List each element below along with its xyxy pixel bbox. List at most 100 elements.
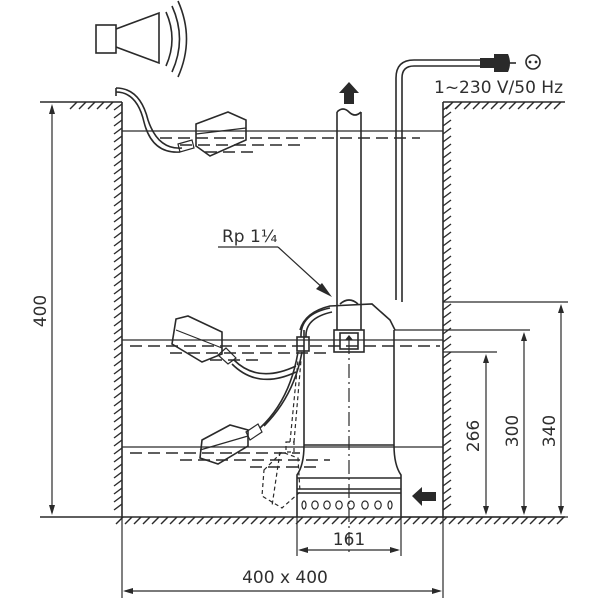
hatch-mark — [442, 471, 452, 479]
hatch-mark — [442, 455, 452, 463]
hatch-mark — [113, 479, 123, 487]
hatch-mark — [232, 516, 241, 525]
hatch-mark — [526, 101, 535, 110]
hatch-mark — [508, 101, 517, 110]
hatch-mark — [113, 431, 123, 439]
hatch-mark — [475, 516, 484, 525]
hatch-mark — [442, 215, 452, 223]
hatch-mark — [268, 516, 277, 525]
hatch-mark — [214, 516, 223, 525]
hatch-mark — [442, 271, 452, 279]
hatch-mark — [421, 516, 430, 525]
hatch-mark — [113, 439, 123, 447]
hatch-mark — [113, 335, 123, 343]
hatch-mark — [113, 311, 123, 319]
hatch-mark — [205, 516, 214, 525]
hatch-mark — [553, 101, 562, 110]
hatch-mark — [556, 516, 565, 525]
hatch-mark — [113, 495, 123, 503]
inlet-hole — [301, 500, 307, 510]
hatch-mark — [442, 175, 452, 183]
hatch-mark — [442, 375, 452, 383]
hatch-mark — [142, 516, 151, 525]
hatch-mark — [442, 503, 452, 511]
hatch-mark — [113, 183, 123, 191]
dimension-pit-size: 400 x 400 — [121, 517, 444, 598]
hatch-mark — [113, 287, 123, 295]
hatch-mark — [113, 303, 123, 311]
hatch-mark — [113, 319, 123, 327]
hatch-mark — [69, 101, 78, 110]
hatch-mark — [442, 103, 452, 111]
hatch-mark — [442, 199, 452, 207]
inlet-hole — [335, 500, 343, 510]
dimension-levels: 266 300 340 — [394, 301, 568, 518]
hatch-mark — [113, 423, 123, 431]
hatch-mark — [113, 263, 123, 271]
hatch-mark — [113, 359, 123, 367]
inlet-hole — [347, 500, 355, 510]
hatch-mark — [442, 415, 452, 423]
dimension-pit-depth: 400 — [31, 104, 55, 515]
hatch-mark — [457, 516, 466, 525]
hatch-mark — [442, 239, 452, 247]
hatch-mark — [187, 516, 196, 525]
hatch-mark — [442, 127, 452, 135]
hatch-mark — [113, 215, 123, 223]
alarm-horn-icon — [95, 0, 188, 78]
hatch-mark — [442, 351, 452, 359]
hatch-mark — [113, 111, 123, 119]
hatch-mark — [113, 231, 123, 239]
hatch-mark — [442, 135, 452, 143]
inlet-hole — [361, 500, 369, 510]
inlet-hole — [323, 500, 331, 510]
hatch-mark — [442, 359, 452, 367]
hatch-mark — [124, 516, 133, 525]
hatch-mark — [169, 516, 178, 525]
hatch-mark — [442, 407, 452, 415]
hatch-mark — [113, 279, 123, 287]
hatch-mark — [113, 239, 123, 247]
hatch-mark — [442, 279, 452, 287]
hatch-mark — [442, 111, 452, 119]
hatch-mark — [113, 223, 123, 231]
hatch-mark — [442, 143, 452, 151]
hatch-mark — [403, 516, 412, 525]
hatch-mark — [113, 399, 123, 407]
hatch-mark — [113, 407, 123, 415]
hatch-mark — [442, 167, 452, 175]
hatch-mark — [544, 101, 553, 110]
pit-right-wall — [442, 101, 565, 518]
power-cable — [395, 59, 480, 302]
hatch-mark — [442, 479, 452, 487]
hatch-mark — [442, 439, 452, 447]
discharge-arrow-up-icon — [339, 82, 359, 104]
hatch-mark — [535, 101, 544, 110]
hatch-mark — [113, 351, 123, 359]
hatch-mark — [113, 487, 123, 495]
hatch-mark — [113, 127, 123, 135]
hatch-mark — [160, 516, 169, 525]
float-switch-lowered-ghost — [261, 359, 302, 509]
hatch-mark — [463, 101, 472, 110]
hatch-mark — [442, 423, 452, 431]
hatch-mark — [96, 101, 105, 110]
hatch-mark — [113, 191, 123, 199]
hatch-mark — [113, 367, 123, 375]
hatch-mark — [113, 159, 123, 167]
hatch-mark — [442, 431, 452, 439]
inlet-hole — [311, 500, 319, 510]
hatch-mark — [442, 295, 452, 303]
hatch-mark — [547, 516, 556, 525]
hatch-mark — [87, 101, 96, 110]
alarm-float-switch — [115, 87, 247, 157]
hatch-mark — [105, 101, 114, 110]
hatch-mark — [78, 101, 87, 110]
power-supply-label: 1~230 V/50 Hz — [434, 78, 563, 98]
hatch-mark — [113, 383, 123, 391]
water-level-high — [122, 130, 443, 153]
hatch-mark — [322, 516, 331, 525]
hatch-mark — [442, 303, 452, 311]
hatch-mark — [442, 255, 452, 263]
